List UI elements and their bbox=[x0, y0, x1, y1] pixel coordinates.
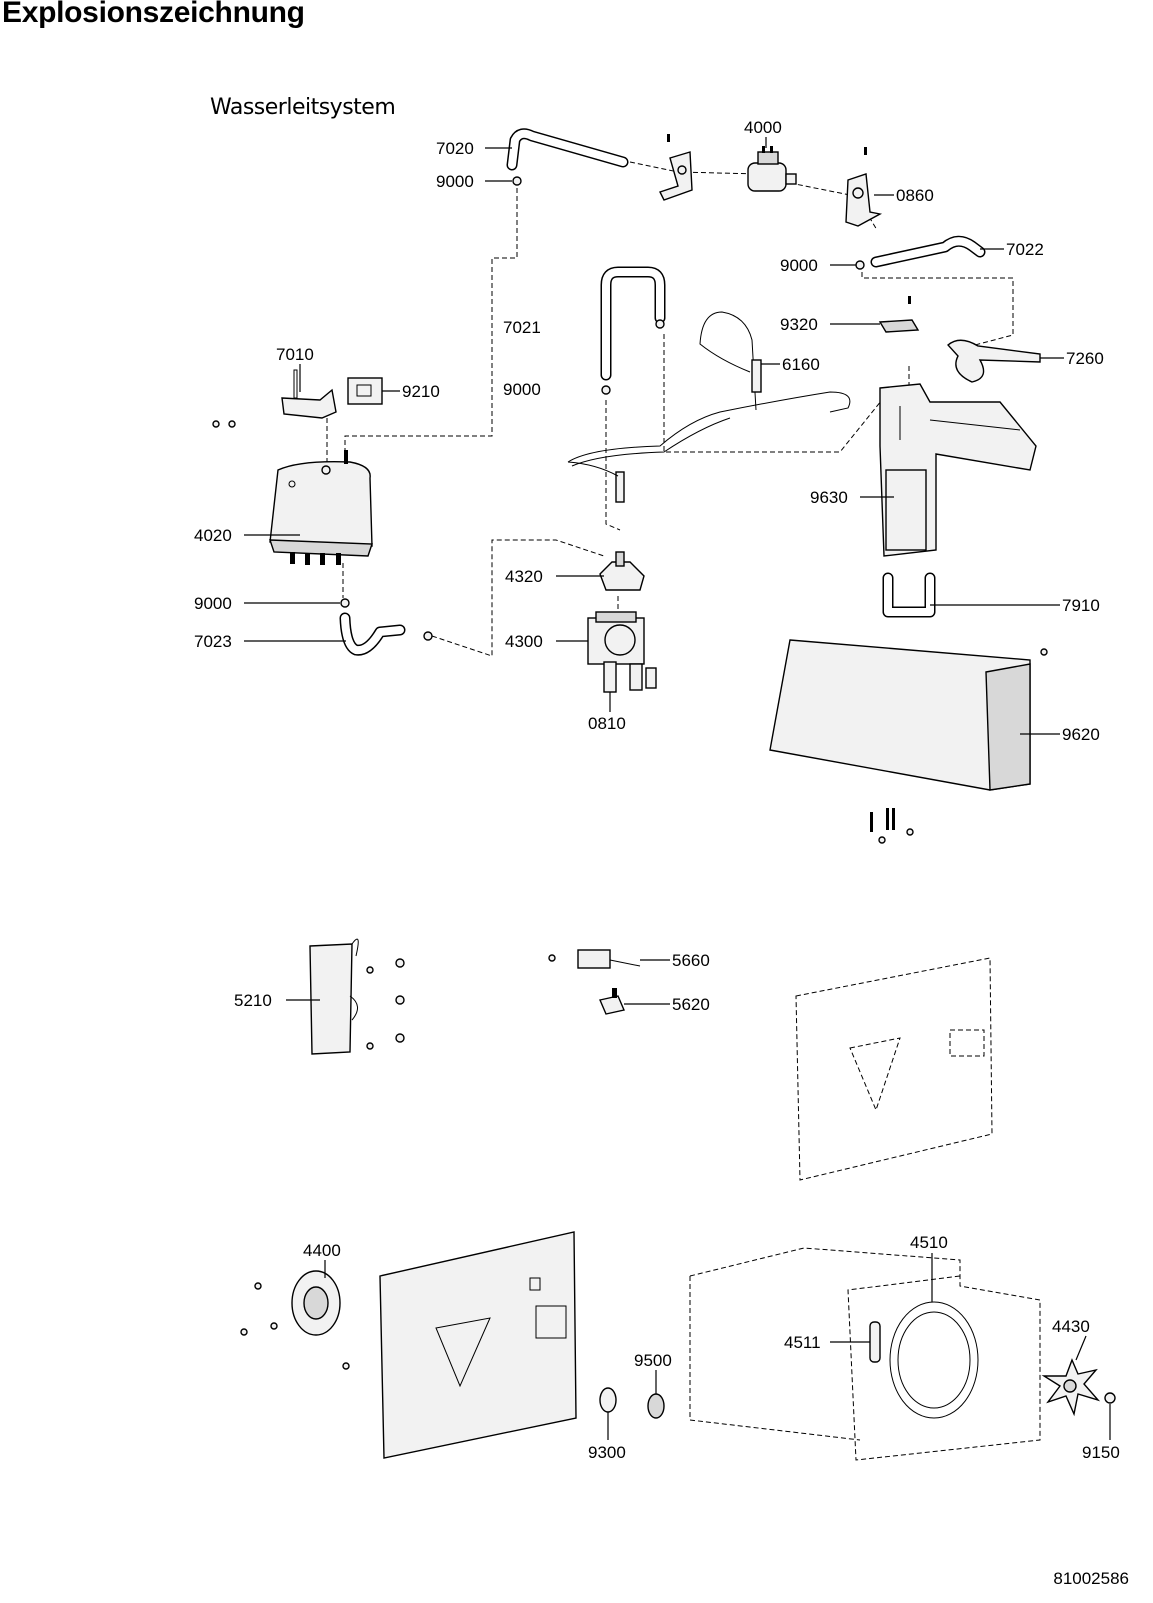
label-5210: 5210 bbox=[234, 991, 272, 1010]
valve-bracket-left bbox=[659, 134, 693, 201]
cover-9620 bbox=[769, 639, 1048, 844]
label-4510: 4510 bbox=[910, 1233, 948, 1252]
oven-cavity-outline bbox=[689, 1247, 1041, 1461]
back-panel-outline bbox=[795, 957, 993, 1181]
label-4320: 4320 bbox=[505, 567, 543, 586]
label-9000-d: 9000 bbox=[194, 594, 232, 613]
container-9630 bbox=[879, 383, 1037, 557]
hose-7020 bbox=[506, 128, 629, 171]
label-9630: 9630 bbox=[810, 488, 848, 507]
label-7021: 7021 bbox=[503, 318, 541, 337]
rear-panel bbox=[379, 1231, 577, 1459]
label-7023: 7023 bbox=[194, 632, 232, 651]
hose-7022 bbox=[870, 235, 986, 268]
section-title: Wasserleitsystem bbox=[210, 95, 396, 120]
page-title: Explosionszeichnung bbox=[2, 0, 305, 29]
washer-9500 bbox=[647, 1393, 665, 1419]
label-9000-c: 9000 bbox=[503, 380, 541, 399]
label-4000: 4000 bbox=[744, 118, 782, 137]
label-4400: 4400 bbox=[303, 1241, 341, 1260]
label-9210: 9210 bbox=[402, 382, 440, 401]
label-7010: 7010 bbox=[276, 345, 314, 364]
pump-cap-4320 bbox=[599, 551, 645, 591]
nut-9150 bbox=[1104, 1392, 1116, 1404]
clamp-9000-b bbox=[855, 260, 865, 270]
clamp-9000-a bbox=[512, 176, 522, 186]
label-6160: 6160 bbox=[782, 355, 820, 374]
label-7910: 7910 bbox=[1062, 596, 1100, 615]
bushing-9300 bbox=[599, 1387, 617, 1413]
part-labels: 7020 9000 4000 0860 7022 9000 7021 9000 … bbox=[194, 118, 1120, 1462]
clip-9320 bbox=[878, 296, 920, 333]
fan-4430 bbox=[1041, 1358, 1101, 1417]
label-9150: 9150 bbox=[1082, 1443, 1120, 1462]
label-7260: 7260 bbox=[1066, 349, 1104, 368]
label-0810: 0810 bbox=[588, 714, 626, 733]
bracket-7010 bbox=[212, 369, 337, 428]
label-9620: 9620 bbox=[1062, 725, 1100, 744]
tube-7021 bbox=[600, 266, 666, 395]
sensor-wire-6160 bbox=[567, 311, 851, 503]
plate-9210 bbox=[347, 377, 383, 405]
clamp-9000-d bbox=[340, 598, 350, 608]
control-board-5210 bbox=[309, 938, 405, 1055]
sensor-5620 bbox=[599, 988, 625, 1015]
label-9000-b: 9000 bbox=[780, 256, 818, 275]
document-number: 81002586 bbox=[1053, 1569, 1129, 1588]
label-4020: 4020 bbox=[194, 526, 232, 545]
part-4511 bbox=[869, 1321, 881, 1363]
label-9300: 9300 bbox=[588, 1443, 626, 1462]
solenoid-valve-4000 bbox=[747, 146, 797, 192]
label-7022: 7022 bbox=[1006, 240, 1044, 259]
label-5620: 5620 bbox=[672, 995, 710, 1014]
hose-7023 bbox=[339, 612, 433, 656]
label-5660: 5660 bbox=[672, 951, 710, 970]
valve-bracket-0860 bbox=[845, 147, 883, 227]
label-0860: 0860 bbox=[896, 186, 934, 205]
label-4300: 4300 bbox=[505, 632, 543, 651]
label-9000-a: 9000 bbox=[436, 172, 474, 191]
label-9500: 9500 bbox=[634, 1351, 672, 1370]
label-9320: 9320 bbox=[780, 315, 818, 334]
boiler-4020 bbox=[269, 450, 373, 565]
label-7020: 7020 bbox=[436, 139, 474, 158]
pump-4300 bbox=[587, 611, 657, 693]
heater-ring-4510 bbox=[889, 1301, 979, 1419]
motor-4400 bbox=[240, 1270, 350, 1370]
label-4430: 4430 bbox=[1052, 1317, 1090, 1336]
bracket-7910 bbox=[882, 572, 936, 618]
switch-5660 bbox=[548, 949, 641, 969]
leader-lines bbox=[244, 137, 1111, 1440]
lever-7260 bbox=[946, 339, 1041, 383]
label-4511: 4511 bbox=[784, 1333, 821, 1352]
